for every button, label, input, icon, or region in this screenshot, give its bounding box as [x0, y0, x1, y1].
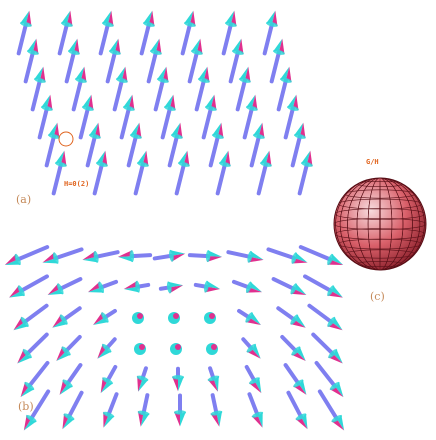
- panel-b-arrow-2: [82, 250, 120, 263]
- panel-b-label: (b): [18, 400, 34, 413]
- panel-b-arrow-4: [152, 249, 186, 262]
- panel-b-arrow-52: [286, 390, 308, 430]
- panel-b-arrow-39: [136, 366, 149, 392]
- panel-b-arrow-18: [13, 303, 49, 331]
- panel-b-arrow-14: [193, 280, 221, 293]
- panel-b-arrow-20: [93, 308, 117, 326]
- panel-b-arrow-33: [241, 337, 261, 359]
- panel-b-arrow-0: [4, 245, 50, 266]
- panel-b-arrow-40: [172, 366, 184, 392]
- panel-b-arrow-34: [280, 334, 306, 362]
- panel-b-arrow-28: [56, 334, 82, 362]
- panel-b-arrow-38: [100, 364, 118, 394]
- panel-b-arrow-37: [59, 363, 83, 395]
- panel-a-arrow-19: [235, 66, 251, 112]
- panel-b-arrow-47: [102, 392, 119, 428]
- panel-b-arrow-46: [62, 390, 84, 430]
- panel-a-arrow-40: [256, 150, 272, 196]
- panel-a-arrow-14: [30, 66, 46, 112]
- panel-b-arrow-8: [298, 245, 344, 266]
- panel-b-arrow-44: [314, 360, 344, 398]
- panel-b-arrow-16: [271, 277, 307, 295]
- panel-a-arrow-36: [92, 150, 108, 196]
- panel-c-title: G/H: [366, 158, 379, 166]
- panel-c-sphere: [333, 177, 427, 271]
- panel-b-arrow-11: [87, 279, 119, 294]
- panel-b-arrow-50: [210, 393, 223, 427]
- panel-b-arrow-17: [303, 274, 343, 298]
- panel-b-arrow-49: [174, 393, 186, 427]
- panel-b-arrow-field: [4, 245, 345, 431]
- panel-b-arrow-29: [97, 337, 117, 359]
- panel-a-annotation: H=0(2): [64, 180, 90, 188]
- panel-b-arrow-41: [207, 366, 220, 392]
- panel-a-arrow-field: [16, 10, 313, 196]
- panel-a-arrow-38: [174, 150, 190, 196]
- panel-b-arrow-26: [307, 303, 343, 331]
- panel-a-arrow-41: [297, 150, 313, 196]
- panel-b-arrow-24: [237, 308, 261, 326]
- panel-b-arrow-36: [20, 360, 50, 398]
- panel-b-arrow-53: [317, 389, 345, 431]
- panel-b-arrow-35: [311, 332, 343, 364]
- panel-b-arrow-10: [47, 277, 83, 295]
- panel-b-arrow-12: [123, 280, 151, 293]
- panel-a-highlight-circle: [58, 131, 74, 147]
- panel-b-arrow-5: [187, 250, 223, 263]
- panel-b-arrow-42: [244, 364, 262, 394]
- panel-b-arrow-9: [9, 274, 49, 298]
- panel-a-arrow-39: [215, 150, 231, 196]
- panel-b-arrow-6: [226, 250, 264, 263]
- panel-b-arrow-15: [231, 279, 263, 294]
- panel-a-arrow-18: [194, 66, 210, 112]
- panel-b-arrow-3: [117, 250, 153, 263]
- panel-a-arrow-2: [98, 10, 114, 56]
- panel-b-arrow-51: [247, 392, 264, 428]
- panel-a-arrow-0: [16, 10, 32, 56]
- panel-a-arrow-37: [133, 150, 149, 196]
- panel-a-arrow-16: [112, 66, 128, 112]
- panel-b-arrow-48: [137, 393, 150, 427]
- panel-b-arrow-19: [52, 306, 82, 328]
- panel-b-arrow-25: [276, 306, 306, 328]
- panel-a-arrow-13: [269, 38, 285, 84]
- panel-b-arrow-45: [23, 389, 51, 431]
- panel-c-label: (c): [370, 290, 385, 303]
- panel-a-label: (a): [16, 193, 32, 206]
- panel-b-arrow-27: [17, 332, 49, 364]
- panel-b-arrow-43: [283, 363, 307, 395]
- panel-a-arrow-21: [37, 94, 53, 140]
- panel-b-arrow-13: [158, 281, 184, 294]
